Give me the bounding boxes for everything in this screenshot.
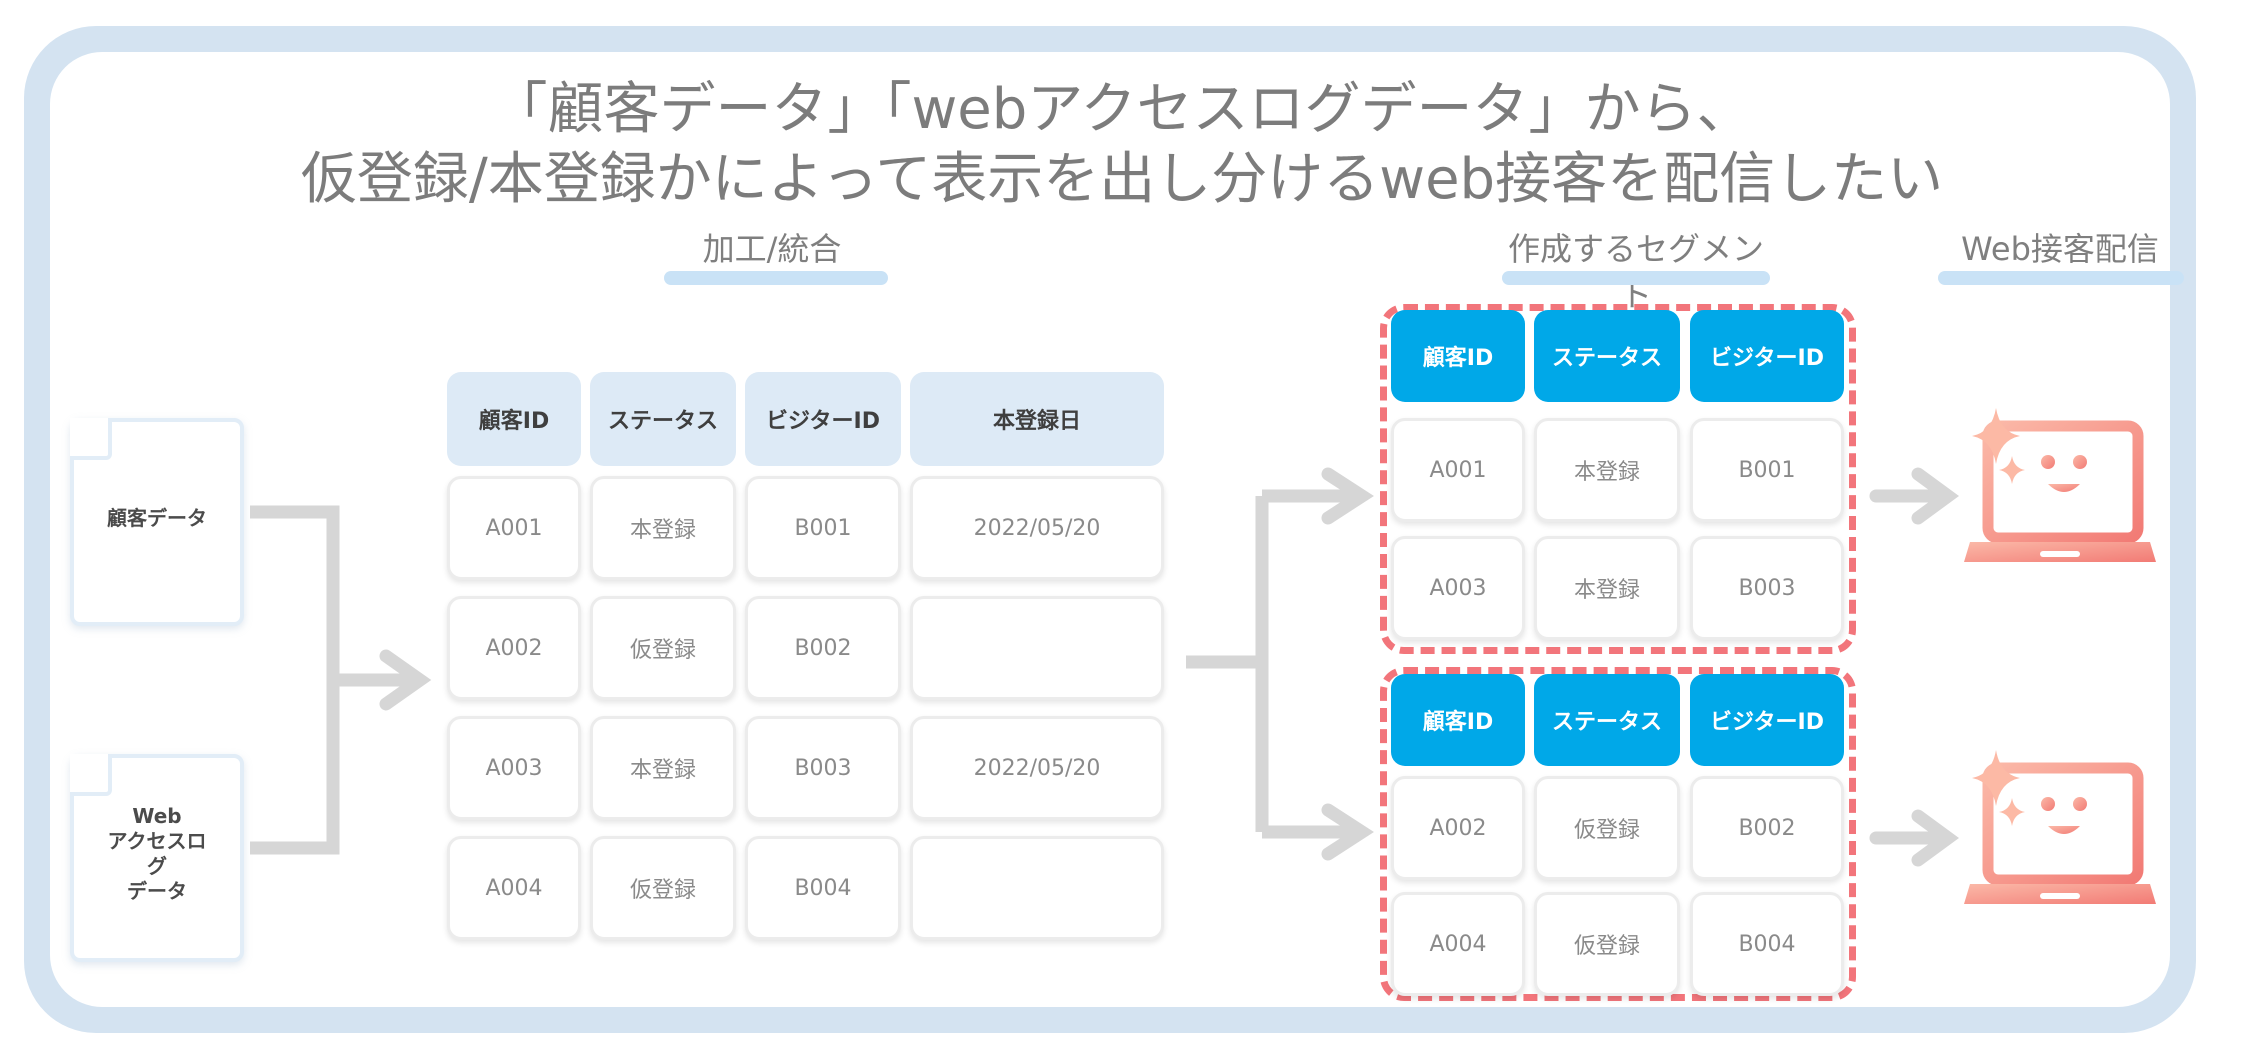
section-label-delivery: Web接客配信 [1961, 230, 2159, 268]
merged-table-cell: B003 [745, 716, 901, 820]
segment-table-header: ビジターID [1690, 674, 1844, 766]
segment-table-cell: 仮登録 [1534, 776, 1680, 880]
section-underline-segments [1502, 271, 1770, 285]
merged-table-cell [910, 836, 1164, 940]
arrow-right-icon [1869, 467, 1959, 525]
document-icon [70, 754, 112, 796]
segment-table-header: ステータス [1534, 674, 1680, 766]
merged-table-header: 本登録日 [910, 372, 1164, 466]
source-document-label: 顧客データ [74, 506, 240, 531]
laptop-smile-icon [1964, 408, 2156, 562]
connector-line-source-2 [250, 680, 340, 855]
merged-table-header: ビジターID [745, 372, 901, 466]
segment-box [1380, 667, 1856, 1001]
merged-table-cell: 本登録 [590, 716, 736, 820]
merged-table-cell: 本登録 [590, 476, 736, 580]
segment-table-header: 顧客ID [1391, 674, 1525, 766]
section-underline-delivery [1938, 271, 2184, 285]
segment-table-header: ステータス [1534, 310, 1680, 402]
section-underline-process [664, 271, 888, 285]
sparkle-icon [1999, 456, 2025, 484]
merged-table-cell [910, 596, 1164, 700]
merged-table-cell: A001 [447, 476, 581, 580]
section-label-process: 加工/統合 [702, 230, 842, 268]
segment-box [1380, 304, 1856, 654]
segment-table-cell: A002 [1391, 776, 1525, 880]
merged-table-cell: B002 [745, 596, 901, 700]
merged-table-header: ステータス [590, 372, 736, 466]
merged-table-cell: A004 [447, 836, 581, 940]
segment-table-header: 顧客ID [1391, 310, 1525, 402]
source-document-label-line: 顧客データ [107, 505, 207, 530]
document-icon [70, 418, 112, 460]
segment-table-cell: 本登録 [1534, 536, 1680, 640]
segment-table-cell: B003 [1690, 536, 1844, 640]
segment-table-cell: 仮登録 [1534, 892, 1680, 996]
segment-table-cell: 本登録 [1534, 418, 1680, 522]
sparkle-icon [1999, 798, 2025, 826]
segment-table-cell: A004 [1391, 892, 1525, 996]
merged-table-cell: A003 [447, 716, 581, 820]
merged-table-cell: A002 [447, 596, 581, 700]
source-document-label-line: グ [147, 854, 167, 878]
source-document-label-line: アクセスロ [107, 829, 207, 853]
connector-line-source-1 [250, 505, 340, 680]
title-line-1: 「顧客データ」「webアクセスログデータ」から、 [491, 77, 1753, 142]
merged-table-cell: 2022/05/20 [910, 476, 1164, 580]
sparkle-icon [1972, 750, 2020, 806]
segment-table-cell: B004 [1690, 892, 1844, 996]
source-document-label-line: Web [132, 804, 182, 828]
merged-table-cell: 2022/05/20 [910, 716, 1164, 820]
sparkle-icon [1972, 408, 2020, 464]
source-document-customer: 顧客データ [70, 418, 244, 626]
merged-table-cell: 仮登録 [590, 596, 736, 700]
segment-table-cell: B001 [1690, 418, 1844, 522]
arrow-right-icon [1869, 809, 1959, 867]
segment-table-cell: A001 [1391, 418, 1525, 522]
segment-table-cell: A003 [1391, 536, 1525, 640]
merged-table-cell: B004 [745, 836, 901, 940]
merged-table-cell: 仮登録 [590, 836, 736, 940]
arrow-right-icon [1321, 467, 1374, 525]
connector-line-split [1186, 489, 1355, 839]
segment-table-cell: B002 [1690, 776, 1844, 880]
laptop-smile-icon [1964, 750, 2156, 904]
source-document-label-line: データ [127, 879, 187, 903]
arrow-right-icon [379, 649, 432, 711]
merged-table-header: 顧客ID [447, 372, 581, 466]
segment-table-header: ビジターID [1690, 310, 1844, 402]
merged-table-cell: B001 [745, 476, 901, 580]
title-line-2: 仮登録/本登録かによって表示を出し分けるweb接客を配信したい [300, 147, 1944, 212]
arrow-right-icon [1321, 803, 1374, 861]
